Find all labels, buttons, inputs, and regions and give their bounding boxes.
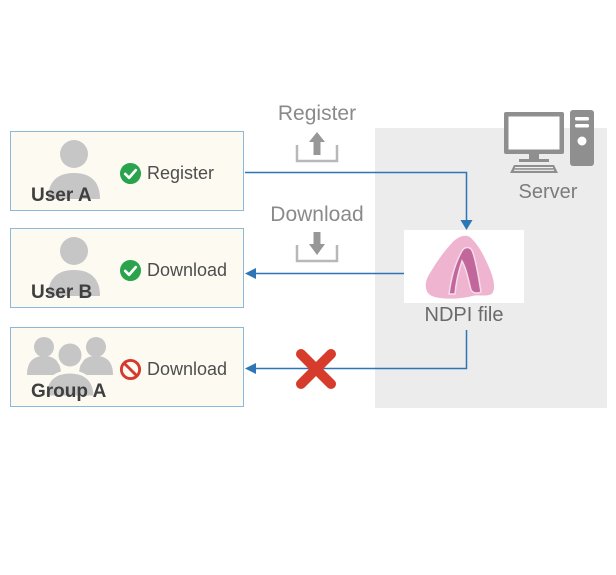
register-flow-label: Register (277, 102, 357, 125)
actor-box-user-a: Register User A (10, 131, 244, 211)
prohibition-icon (119, 358, 142, 380)
check-icon (119, 162, 142, 184)
actor-name: User B (31, 282, 93, 303)
actor-box-group-a: Download Group A (10, 327, 244, 407)
permission-label: Download (147, 259, 228, 280)
actor-name: User A (31, 185, 92, 206)
permission-status: Register (119, 160, 214, 186)
download-icon (295, 232, 339, 263)
server-icon (504, 110, 594, 173)
actor-name: Group A (31, 381, 107, 402)
upload-icon (295, 132, 339, 163)
ndpi-label: NDPI file (424, 304, 504, 326)
server: Server (500, 110, 596, 204)
arrow-download-userb-head (245, 268, 256, 279)
permission-status: Download (119, 356, 227, 382)
permission-label: Download (147, 358, 228, 379)
cross-icon (296, 349, 336, 389)
permission-status: Download (119, 257, 227, 283)
permission-label: Register (147, 162, 215, 183)
check-icon (119, 259, 142, 281)
download-flow-label: Download (270, 203, 364, 226)
group-icon (27, 337, 113, 397)
ndpi-thumbnail (404, 230, 524, 303)
arrow-download-groupa-head (245, 363, 256, 374)
tissue-image-icon (425, 235, 495, 299)
user-icon (48, 237, 100, 296)
server-label: Server (518, 181, 578, 203)
user-icon (48, 140, 100, 199)
actor-box-user-b: Download User B (10, 228, 244, 308)
